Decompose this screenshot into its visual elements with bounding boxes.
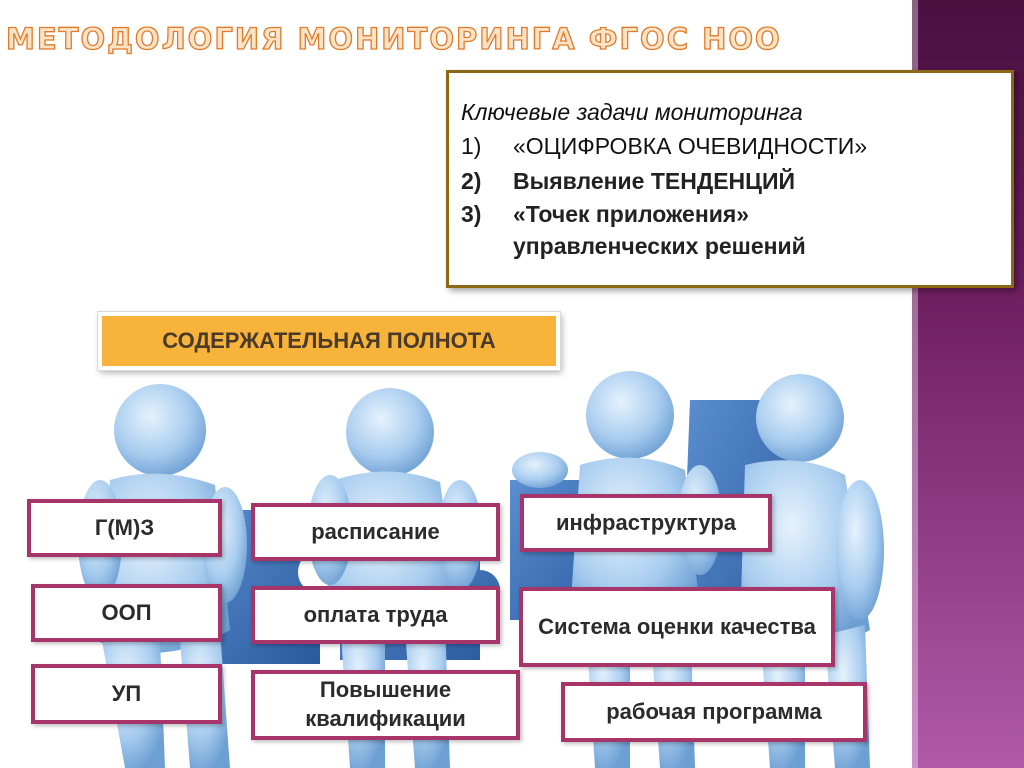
task-item-3-continuation: управленческих решений [513, 233, 806, 259]
label-work-program: рабочая программа [561, 682, 867, 742]
label-infrastructure: инфраструктура [520, 494, 772, 552]
label-quality-system: Система оценки качества [519, 587, 835, 667]
task-number: 3) [461, 201, 482, 227]
label-up: УП [31, 664, 222, 724]
label-qualification: Повышение квалификации [251, 670, 520, 740]
task-text: «ОЦИФРОВКА ОЧЕВИДНОСТИ» [513, 133, 868, 159]
label-gmz: Г(М)З [27, 499, 222, 557]
label-schedule: расписание [251, 503, 500, 561]
task-number: 2) [461, 168, 482, 194]
task-item-1: 1) «ОЦИФРОВКА ОЧЕВИДНОСТИ» [461, 133, 867, 160]
key-tasks-box: Ключевые задачи мониторинга 1) «ОЦИФРОВКА… [446, 70, 1014, 288]
label-oop: ООП [31, 584, 222, 642]
task-item-2: 2) Выявление ТЕНДЕНЦИЙ [461, 168, 795, 195]
label-pay: оплата труда [251, 586, 500, 644]
task-text: «Точек приложения» [513, 201, 750, 227]
task-number: 1) [461, 133, 482, 159]
tasks-heading: Ключевые задачи мониторинга [461, 99, 803, 125]
task-text: Выявление ТЕНДЕНЦИЙ [513, 168, 796, 194]
task-item-3: 3) «Точек приложения» [461, 201, 749, 228]
slide-title: МЕТОДОЛОГИЯ МОНИТОРИНГА ФГОС НОО [5, 21, 782, 56]
content-completeness-banner: СОДЕРЖАТЕЛЬНАЯ ПОЛНОТА [98, 312, 560, 370]
